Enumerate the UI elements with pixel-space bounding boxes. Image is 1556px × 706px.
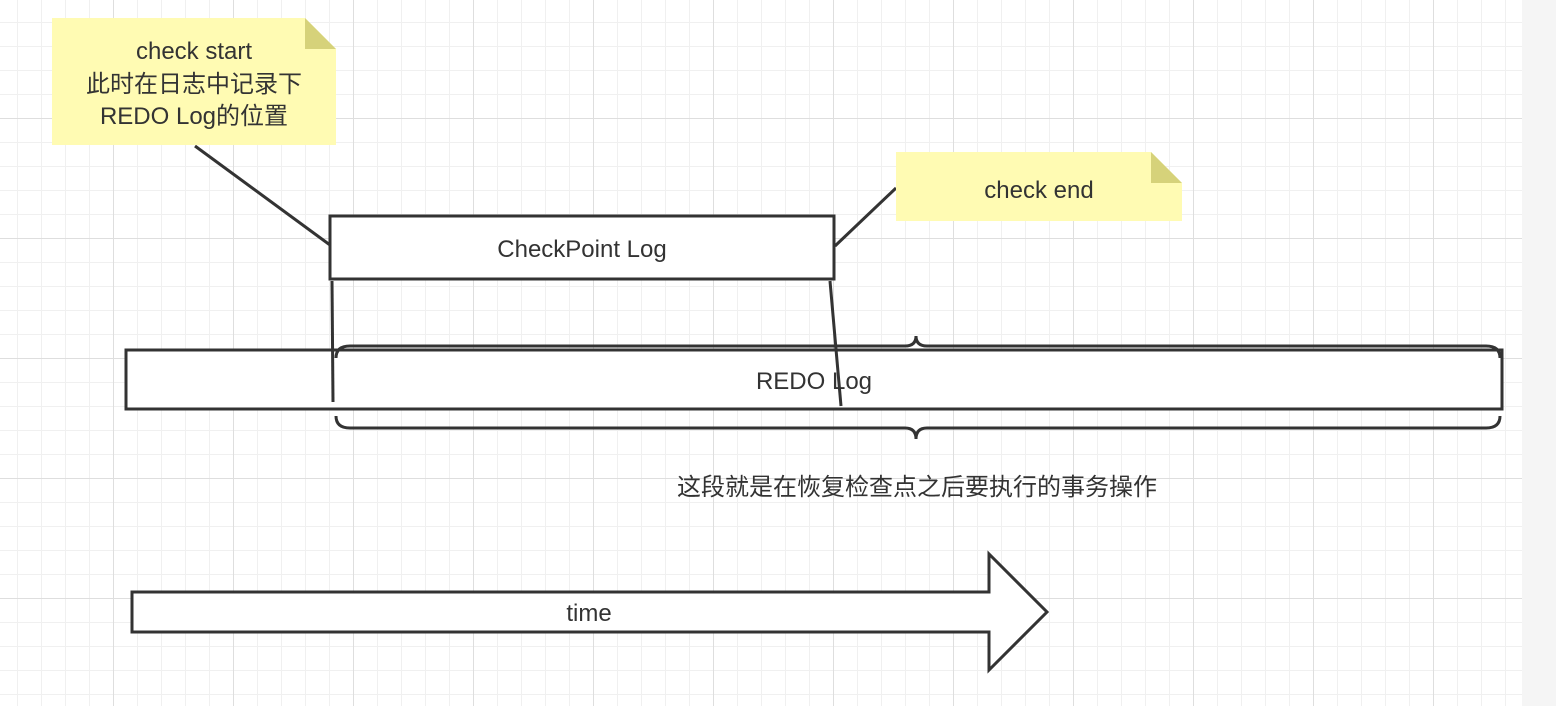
top-curly-brace: [334, 335, 1502, 359]
redo-log-label: REDO Log: [756, 368, 872, 395]
checkpoint-log-rect: [328, 214, 836, 281]
time-arrow-shape: [130, 550, 1050, 674]
checkpoint-log-box[interactable]: CheckPoint Log: [328, 214, 836, 281]
bottom-curly-brace: [334, 415, 1502, 440]
time-arrow-label: time: [566, 600, 611, 627]
redo-log-box[interactable]: REDO Log: [124, 348, 1504, 411]
scroll-gutter: [1522, 0, 1556, 706]
note-check-start[interactable]: check start 此时在日志中记录下 REDO Log的位置: [52, 18, 336, 145]
note-check-start-line-2: 此时在日志中记录下: [86, 71, 302, 98]
checkpoint-log-label: CheckPoint Log: [497, 236, 666, 263]
note-check-start-line-3: REDO Log的位置: [100, 103, 288, 130]
note-check-end-fold: [1151, 152, 1182, 183]
note-check-start-body: [52, 18, 336, 145]
note-check-end-line-1: check end: [984, 177, 1093, 204]
redo-log-rect: [124, 348, 1504, 411]
connector-check-end: [833, 186, 898, 248]
note-check-end[interactable]: check end: [896, 152, 1182, 221]
time-arrow[interactable]: time: [130, 550, 1050, 674]
note-check-end-body: [896, 152, 1182, 221]
note-check-start-fold: [305, 18, 336, 49]
brace-description-label: 这段就是在恢复检查点之后要执行的事务操作: [677, 474, 1157, 501]
connector-check-start: [194, 144, 331, 247]
checkpoint-drop-line-left: [330, 280, 335, 403]
checkpoint-drop-line-right: [828, 280, 843, 407]
note-check-start-line-1: check start: [136, 38, 252, 65]
